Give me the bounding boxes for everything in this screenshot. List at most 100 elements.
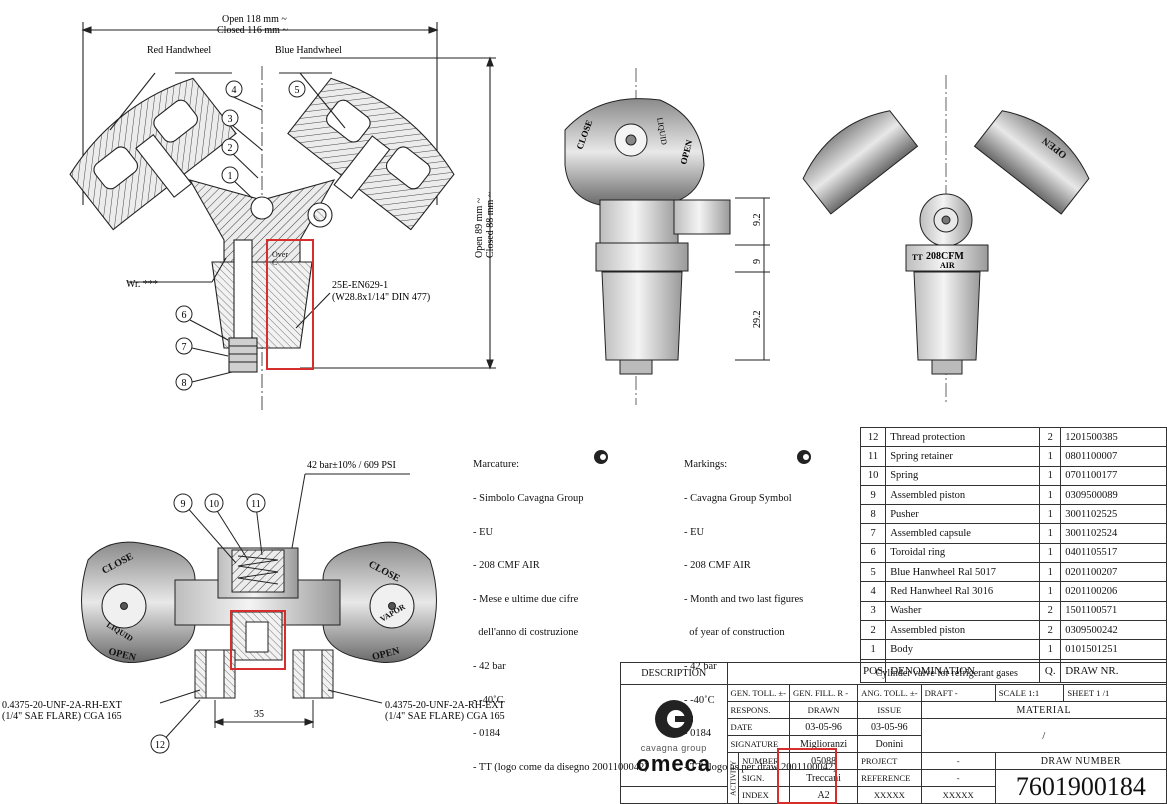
bom-quantity: 2: [1039, 619, 1062, 641]
marcature-block: Marcature: - Simbolo Cavagna Group - EU …: [473, 437, 648, 784]
respons-label: RESPONS.: [726, 701, 791, 719]
marcature-line: - 42 bar: [473, 661, 506, 673]
side-body: [599, 199, 679, 245]
cavagna-symbol-markings: [797, 450, 811, 464]
capsule-section: [228, 337, 258, 373]
draft-label: DRAFT -: [920, 684, 996, 702]
marcature-line: - 0184: [473, 728, 501, 740]
signature-issue-value: Donini: [857, 735, 922, 753]
date-drawn-value: 03-05-96: [788, 718, 859, 736]
bom-quantity: 1: [1039, 465, 1062, 486]
project-value: -: [920, 752, 996, 770]
markings-line: Markings:: [684, 459, 728, 471]
marcature-line: - -40˚C: [473, 694, 504, 706]
project-label: PROJECT: [857, 752, 922, 770]
bom-draw-nr: 0801100007: [1060, 446, 1167, 467]
blue-handwheel-section: [287, 77, 455, 231]
bom-denomination: Pusher: [885, 504, 1041, 525]
thread-right-line1: 0.4375-20-UNF-2A-RH-EXT: [385, 700, 505, 711]
description-value: Cylinder valve for refrigerant gases: [726, 662, 1167, 685]
scale-label: SCALE 1:1: [994, 684, 1065, 702]
bom-quantity: 2: [1039, 600, 1062, 621]
index-value: A2: [788, 786, 859, 804]
cavagna-symbol-marcature: [594, 450, 608, 464]
company-logo-cell: cavagna group omeca: [620, 684, 728, 787]
bottom-view: [81, 473, 437, 745]
bom-draw-nr: 0201100206: [1060, 581, 1167, 602]
bom-pos: 9: [859, 484, 887, 506]
bottom-callouts: 9 10 11 12: [150, 493, 266, 754]
callout-8: 8: [182, 378, 187, 389]
rear-body-band: [905, 244, 989, 272]
marcature-line: - TT (logo come da disegno 2001100042): [473, 761, 648, 773]
draw-number-label: DRAW NUMBER: [994, 752, 1167, 770]
bom-denomination: Assembled capsule: [885, 523, 1041, 544]
sign-label: SIGN.: [738, 769, 790, 787]
marcature-line: - Mese e ultime due cifre: [473, 593, 579, 605]
bom-denomination: Body: [885, 639, 1041, 660]
thread-left-line2: (1/4" SAE FLARE) CGA 165: [2, 711, 122, 722]
dim-35-label: 35: [254, 709, 264, 720]
side-view: [564, 68, 770, 405]
bom-pos: 2: [859, 619, 887, 641]
bom-quantity: 1: [1039, 581, 1062, 602]
side-thread-neck: [601, 271, 683, 361]
gen-toll-label: GEN. TOLL. ±-: [726, 684, 791, 702]
bom-draw-nr: 3001102524: [1060, 523, 1167, 544]
bom-denomination: Spring retainer: [885, 446, 1041, 467]
red-handwheel-label: Red Handwheel: [147, 45, 211, 56]
brand-omeca-text: omeca: [636, 750, 712, 776]
bom-draw-nr: 1501100571: [1060, 600, 1167, 621]
callout-1: 1: [228, 171, 233, 182]
callout-4: 4: [232, 85, 237, 96]
reference-label: REFERENCE: [857, 769, 922, 787]
bom-denomination: Blue Hanwheel Ral 5017: [885, 562, 1041, 583]
number-label: NUMBER: [738, 752, 790, 770]
brand-spacer: [620, 786, 728, 804]
side-port: [673, 199, 731, 235]
height-closed-label: Closed 88 mm ~: [485, 191, 496, 258]
dim-closed-116: Closed 116 mm ~: [217, 25, 288, 36]
wrench-size-label: Wr. ***: [126, 279, 158, 290]
cavagna-logo-icon: [654, 699, 693, 738]
markings-line: - 208 CMF AIR: [684, 560, 751, 572]
bom-quantity: 1: [1039, 484, 1062, 506]
thread-spec-line1: 25E-EN629-1: [332, 280, 388, 291]
index-label: INDEX: [738, 786, 790, 804]
xxxxx-cell-2: XXXXX: [920, 786, 996, 804]
red-handwheel-section: [69, 77, 237, 231]
bom-denomination: Assembled piston: [885, 484, 1041, 506]
bom-draw-nr: 0401105517: [1060, 542, 1167, 564]
bom-denomination: Toroidal ring: [885, 542, 1041, 564]
bom-denomination: Washer: [885, 600, 1041, 621]
reference-value: -: [920, 769, 996, 787]
front-section-view: [69, 22, 496, 410]
signature-drawn-value: Miglioranzi: [788, 735, 859, 753]
valve-body-section: [188, 179, 336, 271]
callout-12: 12: [155, 740, 165, 751]
callout-5: 5: [295, 85, 300, 96]
bom-pos: 11: [859, 446, 887, 467]
dim-open-118: Open 118 mm ~: [222, 14, 287, 25]
front-callouts: 4 5 3 2 1 6 7 8: [175, 80, 306, 391]
bom-quantity: 1: [1039, 523, 1062, 544]
bom-pos: 3: [859, 600, 887, 621]
ang-toll-label: ANG. TOLL. ±-: [857, 684, 922, 702]
height-open-label: Open 89 mm ~: [474, 197, 485, 258]
gen-fill-label: GEN. FILL. R -: [788, 684, 859, 702]
bom-pos: 5: [859, 562, 887, 583]
thread-right-line2: (1/4" SAE FLARE) CGA 165: [385, 711, 505, 722]
rear-thread-neck: [913, 271, 981, 361]
brand-small-text: cavagna group: [640, 742, 707, 753]
number-value: 05088: [788, 752, 859, 770]
bom-pos: 10: [859, 465, 887, 486]
draw-number-value: 7601900184: [994, 769, 1167, 804]
bom-quantity: 1: [1039, 639, 1062, 660]
marcature-line: dell'anno di costruzione: [473, 627, 579, 639]
bom-draw-nr: 0701100177: [1060, 465, 1167, 486]
